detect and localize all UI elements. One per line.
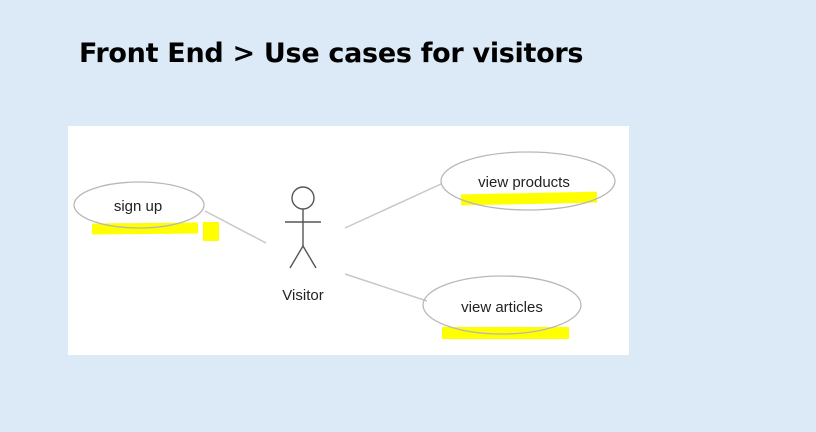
use-case-ellipse bbox=[73, 181, 205, 229]
use-case-label: view products bbox=[478, 174, 570, 191]
use-case-view-products: view products bbox=[440, 151, 616, 211]
association-signup bbox=[204, 210, 267, 244]
association-view-articles bbox=[344, 273, 428, 302]
association-view-products bbox=[344, 183, 442, 229]
use-case-label: view articles bbox=[461, 299, 543, 316]
page-title: Front End > Use cases for visitors bbox=[79, 38, 584, 69]
stick-figure-icon bbox=[285, 186, 321, 269]
use-case-view-articles: view articles bbox=[422, 275, 582, 339]
actor-label: Visitor bbox=[282, 287, 323, 304]
use-case-ellipse bbox=[440, 151, 616, 211]
use-case-ellipse bbox=[422, 275, 582, 335]
highlight-mark bbox=[203, 222, 219, 241]
use-case-diagram: sign up view products view articles Visi… bbox=[68, 126, 629, 355]
use-case-label: sign up bbox=[114, 198, 162, 215]
highlight-mark bbox=[442, 327, 569, 339]
use-case-sign-up: sign up bbox=[73, 181, 219, 241]
highlight-mark bbox=[460, 191, 598, 206]
